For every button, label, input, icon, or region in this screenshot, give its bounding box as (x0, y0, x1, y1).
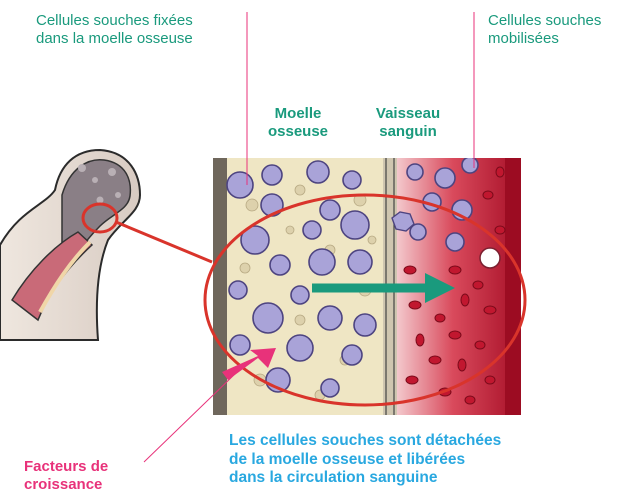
vessel-label: Vaisseau sanguin (368, 105, 448, 141)
zoom-connector (116, 222, 212, 262)
marrow-label: Moelle osseuse (258, 105, 338, 141)
growth-factors-label: Facteurs de croissance (24, 458, 108, 494)
fixed-cells-label: Cellules souches fixées dans la moelle o… (36, 12, 193, 48)
bone-illustration (0, 150, 140, 340)
caption-text: Les cellules souches sont détachées de l… (229, 432, 501, 488)
mobilized-cells-label: Cellules souches mobilisées (488, 12, 601, 48)
